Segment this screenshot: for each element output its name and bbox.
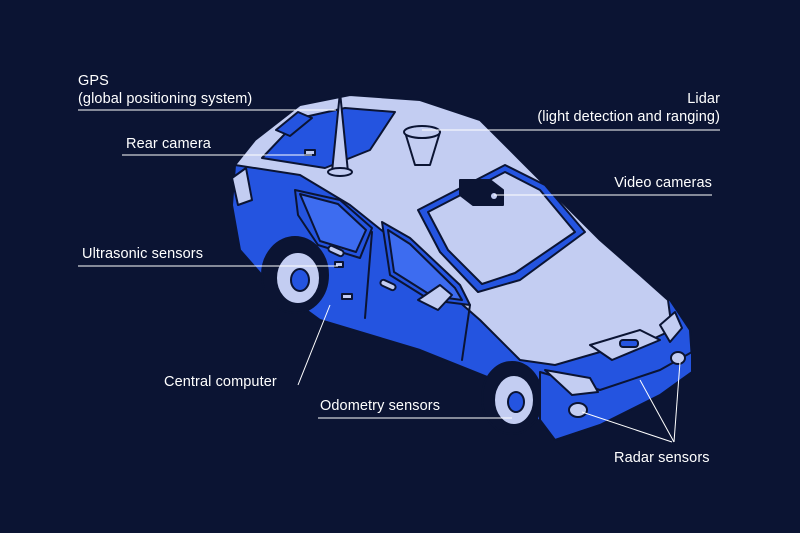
central-computer-leader bbox=[297, 304, 331, 386]
central-computer bbox=[341, 293, 353, 300]
central-computer-label: Central computer bbox=[164, 374, 277, 390]
ultrasonic-sensor bbox=[334, 261, 344, 268]
gps-label-line1: GPS bbox=[78, 73, 109, 89]
rear-camera bbox=[304, 149, 316, 156]
radar-sensors-label: Radar sensors bbox=[614, 450, 710, 466]
rear-camera-label: Rear camera bbox=[126, 136, 211, 152]
gps-label-line2: (global positioning system) bbox=[78, 91, 253, 107]
radar-sensor-right bbox=[670, 351, 686, 365]
side-mirror bbox=[417, 284, 453, 311]
rear-light bbox=[275, 111, 313, 137]
video-cameras-label: Video cameras bbox=[614, 175, 712, 191]
headlight-left bbox=[544, 369, 599, 396]
radar-leader-left bbox=[581, 411, 673, 443]
odometry-sensors-label: Odometry sensors bbox=[320, 398, 441, 414]
radar-sensor-left bbox=[568, 402, 588, 418]
video-camera bbox=[459, 179, 504, 206]
ultrasonic-sensors-label: Ultrasonic sensors bbox=[82, 246, 204, 262]
headlight-right bbox=[659, 311, 683, 343]
lidar-label-line1: Lidar bbox=[687, 91, 720, 107]
radar-leader-right bbox=[673, 361, 681, 443]
lidar-label-line2: (light detection and ranging) bbox=[537, 109, 720, 125]
